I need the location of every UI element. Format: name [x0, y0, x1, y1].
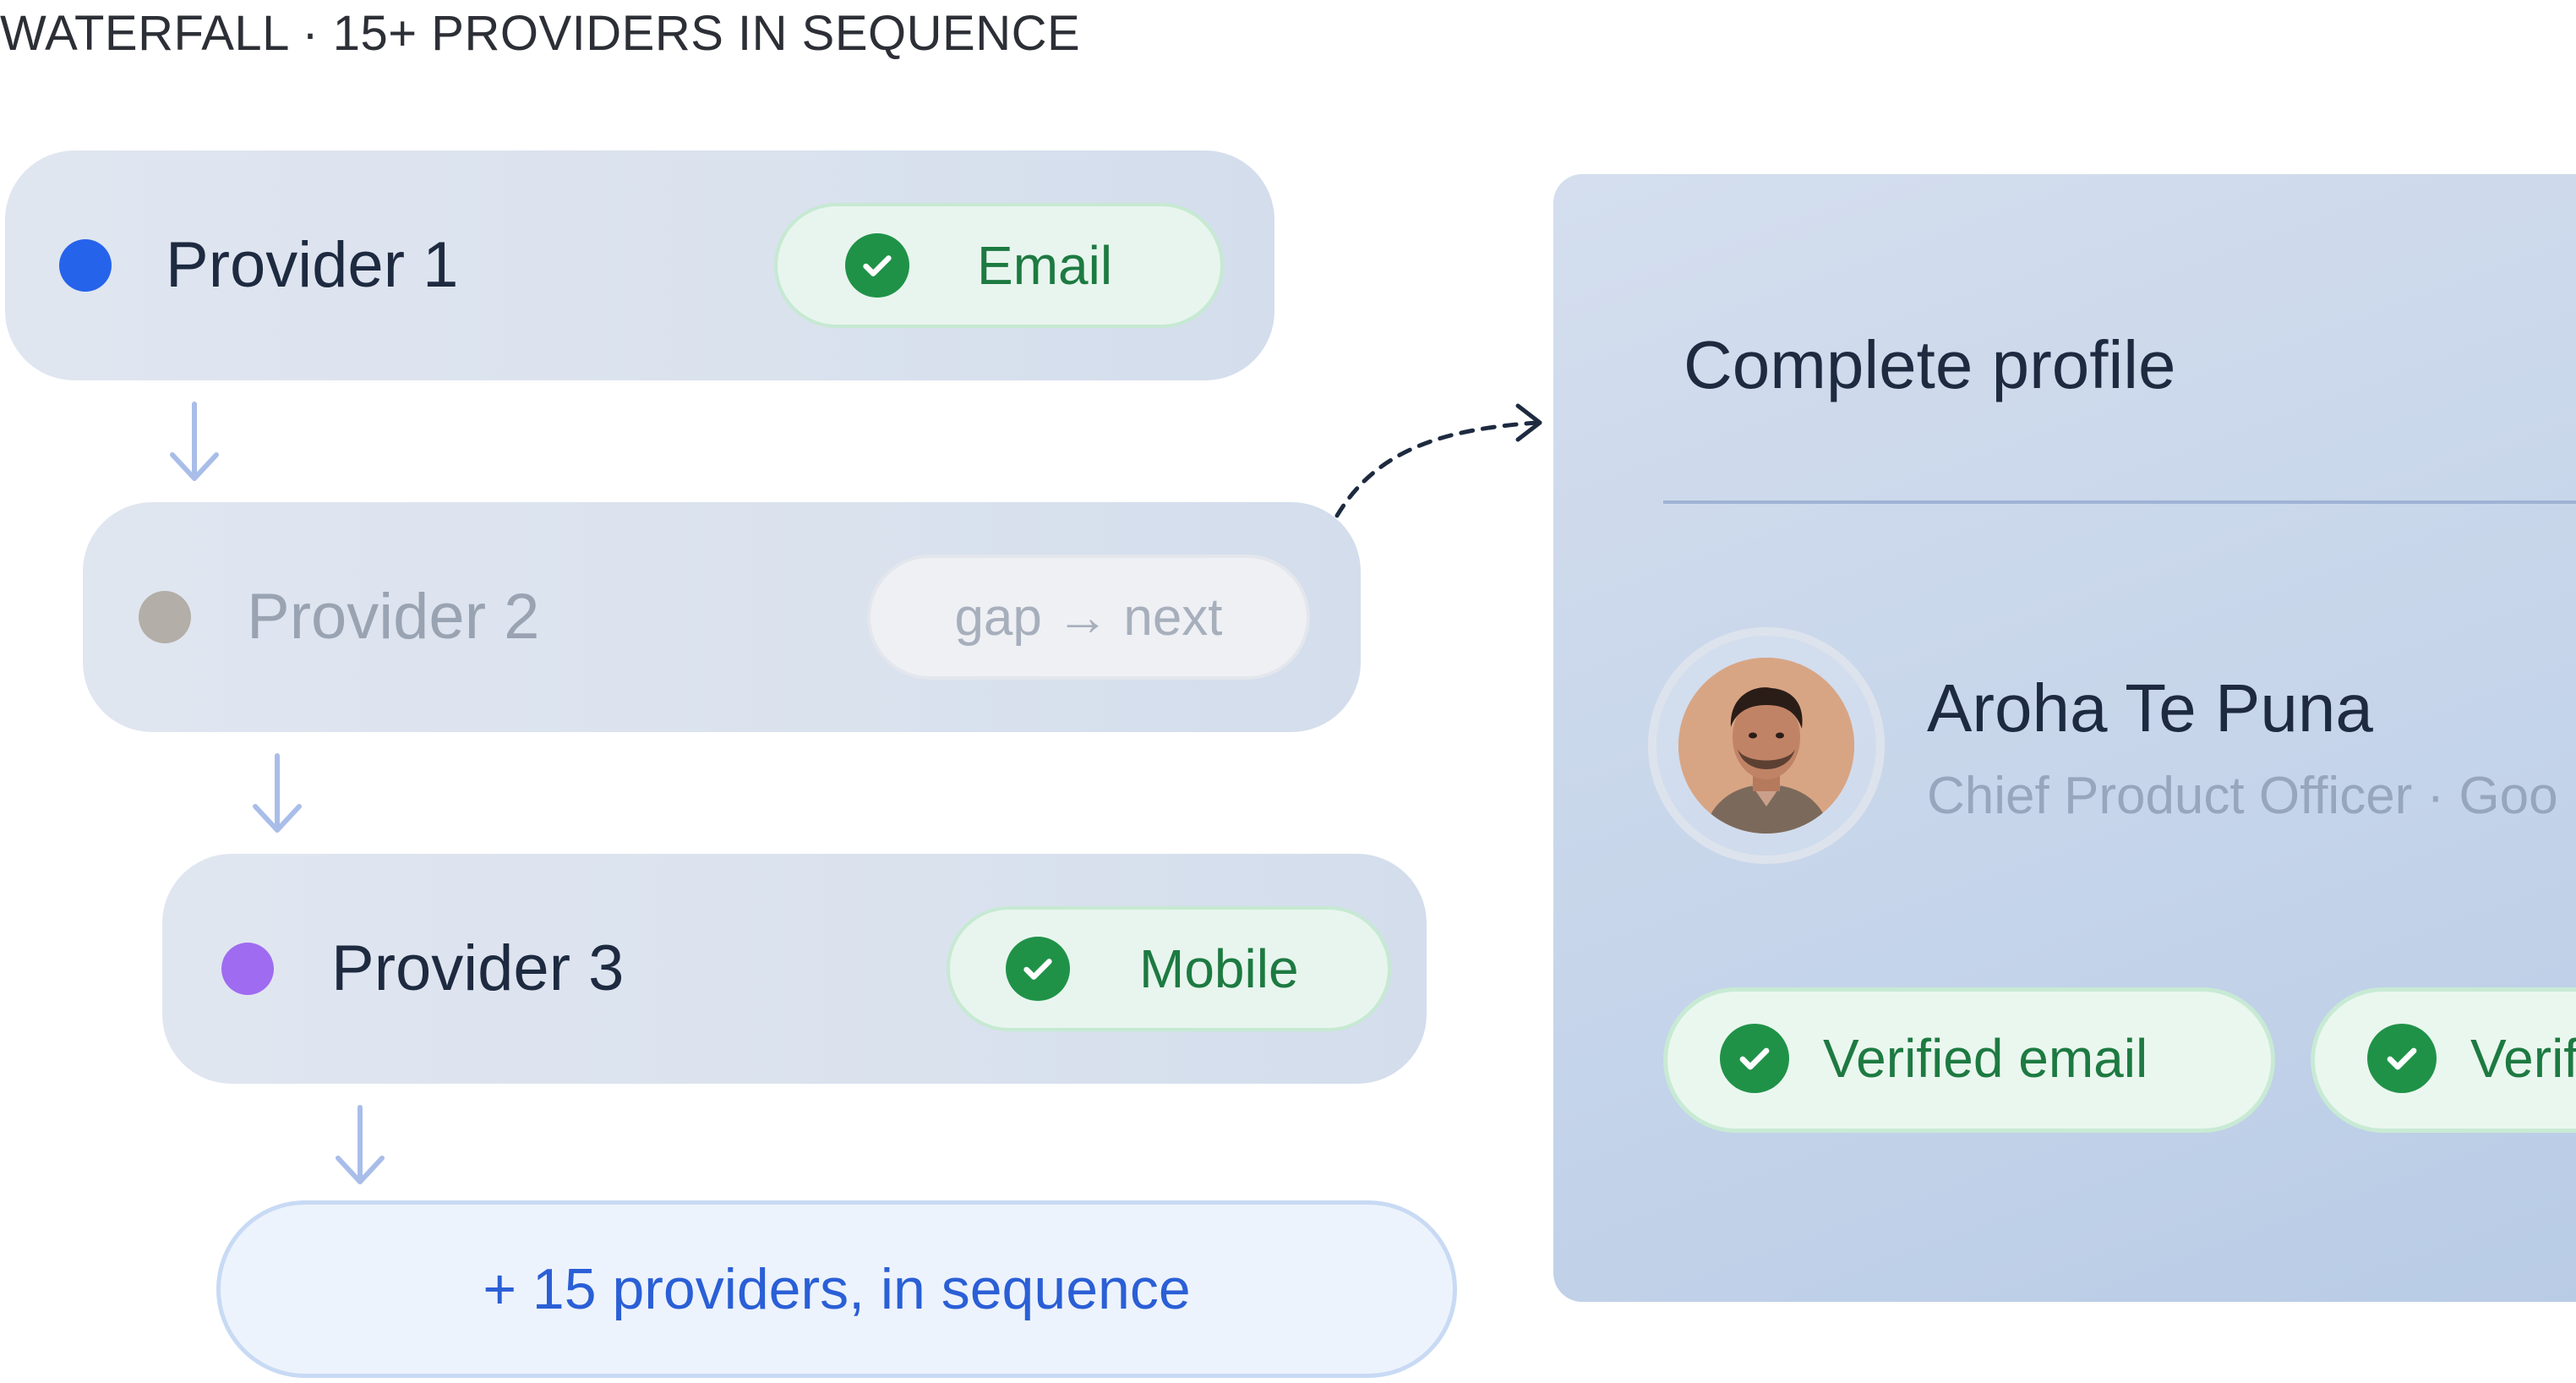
more-providers-label: + 15 providers, in sequence	[483, 1257, 1191, 1321]
provider-2-gap-label: gap → next	[954, 588, 1223, 647]
arrow-down-icon	[170, 402, 219, 481]
person-role: Chief Product Officer · Goo	[1927, 767, 2558, 825]
page-title: WATERFALL · 15+ PROVIDERS IN SEQUENCE	[0, 6, 1081, 61]
check-circle-icon	[1006, 937, 1070, 1001]
person-name: Aroha Te Puna	[1927, 670, 2373, 746]
card-divider	[1663, 500, 2576, 504]
arrow-down-icon	[336, 1105, 385, 1184]
check-circle-icon	[2367, 1024, 2437, 1093]
dashed-connector-arrow	[1334, 403, 1542, 518]
arrow-down-icon	[253, 753, 302, 833]
provider-2-gap-badge: gap → next	[867, 555, 1310, 680]
provider-3-result-label: Mobile	[1139, 938, 1299, 999]
verified-email-label: Verified email	[1823, 1028, 2148, 1089]
check-circle-icon	[845, 233, 909, 298]
provider-row-2: Provider 2 gap → next	[83, 502, 1361, 732]
provider-2-name: Provider 2	[247, 581, 540, 653]
check-circle-icon	[1720, 1024, 1789, 1093]
provider-2-status-dot	[139, 591, 191, 643]
complete-profile-card: Complete profile Aroha Te Puna Chief Pro…	[1553, 174, 2576, 1302]
provider-3-name: Provider 3	[331, 932, 625, 1004]
more-providers-banner: + 15 providers, in sequence	[216, 1200, 1457, 1378]
verified-badge-2: Verif	[2311, 987, 2576, 1133]
verified-badge-2-label: Verif	[2470, 1028, 2576, 1089]
provider-row-3: Provider 3 Mobile	[162, 854, 1427, 1084]
card-title: Complete profile	[1684, 327, 2176, 402]
provider-3-result-badge: Mobile	[947, 906, 1391, 1031]
avatar	[1648, 627, 1885, 864]
avatar-photo	[1678, 658, 1854, 834]
verified-email-badge: Verified email	[1663, 987, 2275, 1133]
provider-1-status-dot	[59, 239, 112, 292]
provider-1-name: Provider 1	[166, 229, 459, 301]
provider-1-result-badge: Email	[774, 203, 1224, 328]
provider-row-1: Provider 1 Email	[5, 150, 1274, 380]
provider-1-result-label: Email	[977, 235, 1113, 296]
provider-3-status-dot	[221, 943, 274, 995]
